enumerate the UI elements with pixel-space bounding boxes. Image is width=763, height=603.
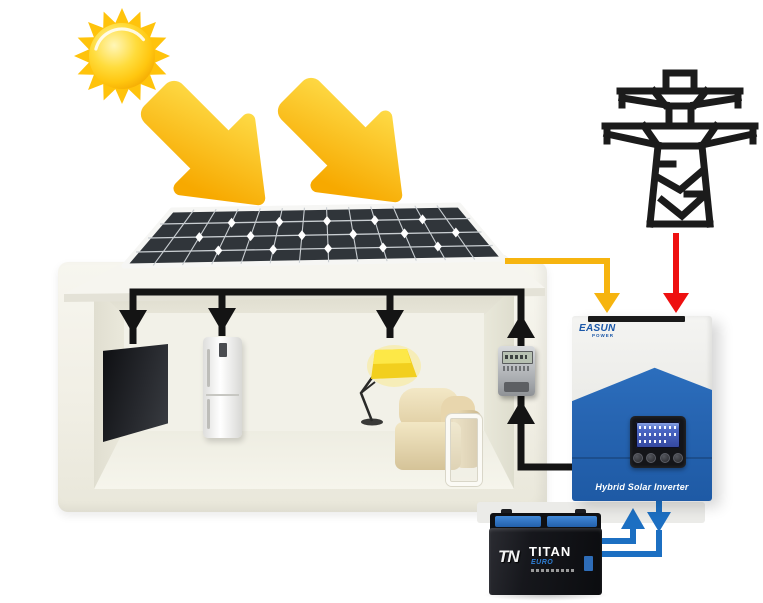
brand-name: EASUN	[579, 323, 616, 334]
power-arrow-fridge	[208, 308, 236, 332]
refrigerator	[203, 337, 242, 438]
inverter-body	[572, 367, 712, 501]
sun-icon	[74, 8, 170, 104]
battery-logo-short: TN	[498, 547, 520, 566]
battery-discharge-arrow	[621, 508, 645, 529]
meter-barcode	[503, 366, 529, 371]
electricity-meter	[498, 346, 535, 396]
ac-bus-line	[129, 288, 572, 471]
floor-lamp	[359, 345, 421, 426]
lamp-arm-joint	[360, 381, 376, 394]
battery-cap	[495, 516, 541, 527]
battery-front: TN TITAN EURO	[489, 528, 602, 595]
battery-terminal	[575, 509, 586, 516]
fridge-handle	[207, 399, 210, 429]
inverter-button	[633, 453, 643, 463]
lamp-base	[361, 418, 383, 426]
meter-display	[502, 351, 533, 364]
power-arrow-up-1	[507, 314, 535, 338]
inverter-button	[659, 453, 670, 463]
magazine-rack	[446, 414, 482, 486]
inverter-control-panel	[630, 416, 686, 468]
battery-spec-text	[531, 569, 575, 572]
meter-terminal-cover	[504, 382, 529, 392]
battery-charge-line-return	[601, 530, 662, 557]
pv-power-line	[505, 258, 610, 294]
inverter-brand-logo: EASUN POWER	[579, 324, 616, 339]
battery-cap	[547, 516, 597, 527]
fridge-divider	[206, 393, 239, 396]
inverter-button	[672, 453, 683, 463]
power-arrow-up-2	[507, 400, 535, 424]
pv-arrow	[594, 293, 620, 313]
solar-panel-grid	[135, 205, 493, 266]
battery-top	[490, 513, 601, 530]
battery-brand: TITAN	[529, 544, 572, 559]
power-arrow-lamp	[376, 310, 404, 334]
power-arrow-tv	[119, 310, 147, 334]
hybrid-inverter: EASUN POWER Hybrid Solar Inverter	[572, 316, 712, 501]
transmission-tower-icon	[601, 69, 759, 228]
battery-terminal	[501, 509, 512, 516]
battery: TN TITAN EURO	[483, 509, 609, 601]
grid-arrow	[663, 293, 689, 313]
inverter-buttons	[633, 453, 683, 463]
fridge-control-panel	[219, 343, 227, 357]
lamp-shade-highlight	[373, 349, 411, 364]
sofa-seat	[395, 422, 461, 470]
battery-charge-arrow	[647, 512, 671, 532]
inverter-label: Hybrid Solar Inverter	[595, 482, 689, 492]
tv	[103, 344, 168, 442]
inverter-display	[636, 422, 680, 448]
fridge-handle	[207, 349, 210, 387]
battery-series: EURO	[531, 559, 554, 566]
brand-subname: POWER	[592, 333, 615, 338]
battery-label-tab	[584, 556, 593, 571]
battery-discharge-line	[601, 529, 636, 544]
inverter-button	[646, 453, 657, 463]
inverter-terminal-bar	[588, 316, 685, 322]
